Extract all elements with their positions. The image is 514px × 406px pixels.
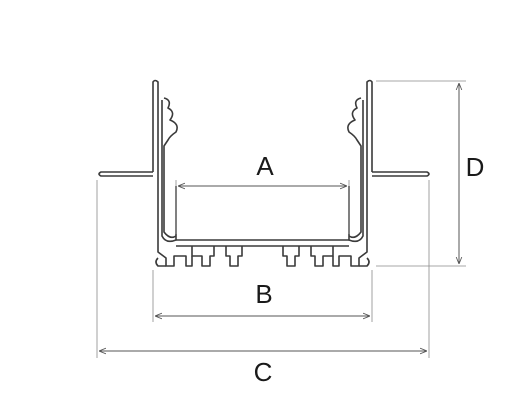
- right-inner-edge: [348, 100, 364, 243]
- base-bottom-edge: [155, 257, 370, 267]
- right-inner-wall: [332, 160, 368, 267]
- label-c: C: [254, 357, 273, 387]
- right-outer-wall: [366, 79, 373, 172]
- label-a: A: [256, 151, 274, 181]
- left-flange: [98, 171, 153, 177]
- left-inner-edge: [161, 100, 177, 243]
- left-clip: [163, 97, 178, 239]
- left-outer-wall: [152, 79, 159, 172]
- profile-outline: [98, 79, 430, 267]
- right-flange: [372, 171, 430, 177]
- left-inner-wall: [157, 160, 193, 267]
- base-feet: [191, 246, 334, 267]
- label-b: B: [255, 279, 272, 309]
- dimension-d: D: [376, 80, 485, 267]
- right-clip: [347, 97, 362, 239]
- dimension-a: A: [175, 151, 350, 234]
- dimension-b: B: [152, 270, 373, 322]
- label-d: D: [466, 152, 485, 182]
- dimension-c: C: [96, 180, 430, 387]
